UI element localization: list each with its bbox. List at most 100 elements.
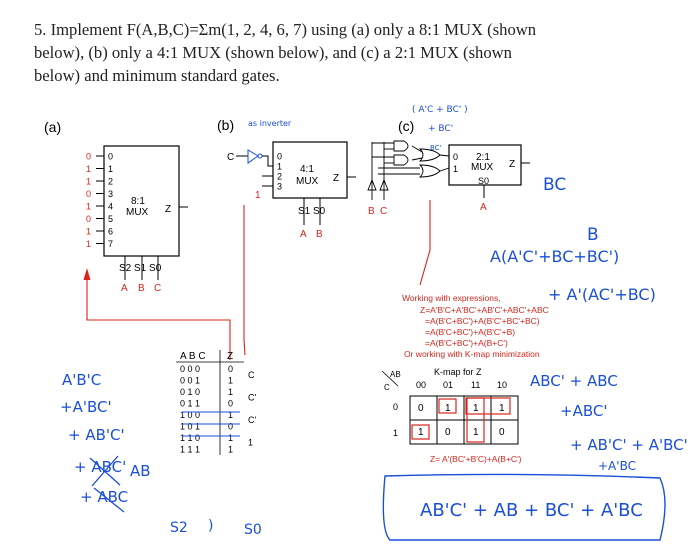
part-a-label: (a) [44,119,61,135]
tt-row-abc-1: 0 0 1 [180,376,200,386]
hw-kmap-2: +ABC' [560,402,607,420]
working-block: Working with expressions, Z=A'B'C+A'BC'+… [402,293,549,359]
mux-4to1-output: Z [333,173,339,184]
c-annotation-bot: + BC' [428,124,453,134]
arrow-a-to-table [86,277,231,360]
tt-row-abc-4: 1 0 0 [180,410,200,420]
mux-8to1-in-label-5: 5 [108,214,113,224]
mux-4to1-in-label-3: 3 [277,182,282,192]
kmap-result: Z= A'(BC'+B'C)+A(B+C') [430,454,522,464]
kmap-cell-1-3: 0 [499,427,505,438]
kmap-col-2: 11 [471,380,480,390]
mux-2to1-in1: 1 [453,164,458,174]
mux-2to1-in0: 0 [453,152,458,162]
reference-arrows [83,200,431,360]
mux-8to1-in-value-6: 1 [86,227,91,237]
inverter-triangle [247,149,259,164]
mux-8to1-label: MUX [126,207,149,218]
inverter-out-wire [262,155,273,167]
hw-right-3: A(A'C'+BC+BC') [490,247,619,266]
question-line-3: below) and minimum standard gates. [34,66,280,85]
c-input-label: C [227,152,234,163]
mux-4to1 [272,141,348,199]
kmap-group-2 [465,397,511,415]
hw-term-5: + ABC [80,488,128,506]
gw3 [439,154,450,157]
mux-2to1-output: Z [509,159,515,170]
kmap-group-3 [466,397,485,443]
mux-4to1-selects: S1 S0 [298,206,326,217]
kmap-col-0: 00 [416,380,426,390]
tt-row-abc-5: 1 0 1 [180,422,200,432]
tt-note-2: C' [248,415,256,425]
mux-8to1-selects: S2 S1 S0 [119,263,162,274]
mux-4to1-in-label-2: 2 [277,172,282,182]
hw-mark-paren: ) [208,518,213,534]
tt-header-abc: A B C [180,351,206,362]
hw-term-3: + AB'C' [68,426,125,444]
tt-row-z-7: 1 [228,445,233,455]
hw-right-1: BC [543,175,566,195]
kmap-cell-1-0: 1 [418,427,424,438]
question-line-2: below), (b) only a 4:1 MUX (shown below)… [34,43,512,62]
mux-2to1-ratio: 2:1 [476,152,490,163]
tt-row-z-4: 1 [228,410,233,420]
sel-b-var-a: A [300,229,307,240]
mux-8to1-in-label-0: 0 [108,152,113,162]
hw-kmap-4: +A'BC [598,459,636,473]
tt-row-abc-7: 1 1 1 [180,445,200,455]
part-c-label: (c) [398,118,414,134]
kmap-cell-1-1: 0 [445,427,451,438]
tt-header-z: Z [227,351,233,362]
mux-4to1-ratio: 4:1 [300,164,314,175]
kmap-col-3: 10 [497,380,507,390]
hw-term-2: +A'BC' [60,398,112,416]
kmap-row-var: C [384,383,390,392]
tt-row-z-0: 0 [228,364,233,374]
mux-8to1-in-value-4: 1 [86,202,91,212]
hw-final-box [382,473,666,541]
question-line-1: 5. Implement F(A,B,C)=Σm(1, 2, 4, 6, 7) … [34,20,537,39]
tt-row-abc-3: 0 1 1 [180,399,200,409]
kmap-cell-1-2: 1 [473,427,479,438]
mux-2to1-label: MUX [471,162,494,173]
kmap-cell-0-1: 1 [445,403,451,414]
mux-8to1-in-label-3: 3 [108,189,113,199]
mux-8to1-in-value-5: 0 [86,214,91,224]
tt-note-1: C' [248,393,256,403]
hw-right-2: B [587,225,599,245]
sel-b-var-b: B [316,229,323,240]
or-gate-1 [418,148,441,162]
arrowhead-a [83,268,91,281]
gate-input-b: B [368,206,375,217]
mux-2to1 [448,144,522,186]
sel-var-a: A [121,283,128,294]
kmap-cell-0-3: 1 [499,403,505,414]
kmap-group-4 [411,424,430,440]
working-line-3: =A(B'C+BC')+A(B'C'+B) [425,327,515,337]
tt-row-abc-6: 1 1 0 [180,433,200,443]
kmap-title: K-map for Z [434,367,482,377]
tt-row-z-6: 1 [228,433,233,443]
question-text: 5. Implement F(A,B,C)=Σm(1, 2, 4, 6, 7) … [34,18,674,87]
mux-8to1-in-label-2: 2 [108,177,113,187]
arrow-b-to-table [243,205,246,356]
mux-8to1-in-label-1: 1 [108,164,113,174]
mux-4to1-label: MUX [296,176,319,187]
hw-right-4: + A'(AC'+BC) [548,285,656,304]
and-gate-1 [393,140,409,152]
kmap-row-headers: 01 [393,402,398,438]
kmap-diagonal [381,370,399,387]
one-input: 1 [255,190,261,201]
gate-network [367,140,450,200]
hw-final: AB'C' + AB + BC' + A'BC [420,500,643,521]
part-c: (c) ( A'C + BC' ) + BC' BC' 2:1 MUX Z 0 … [367,105,530,217]
kmap-col-var: AB [390,370,401,379]
kmap-row-0: 0 [393,402,398,412]
c-gate-note: BC' [430,144,442,152]
